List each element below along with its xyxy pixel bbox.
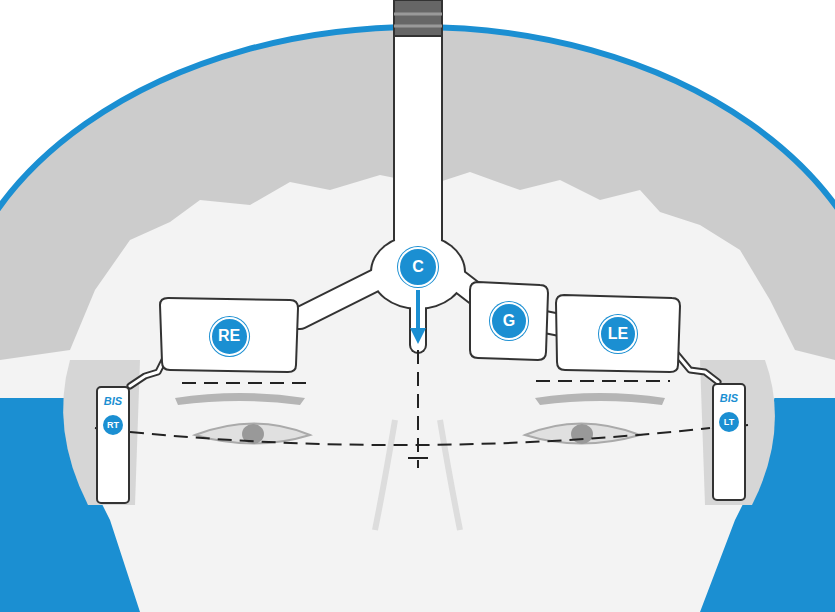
face <box>70 395 775 612</box>
logo-text: BIS <box>720 393 738 404</box>
electrode-circle: RE <box>210 317 249 356</box>
guide-lines <box>130 350 710 468</box>
electrode-circle: C <box>398 247 438 287</box>
ear-tab: BIS RT <box>96 386 130 504</box>
ear <box>63 360 140 505</box>
side-badge: RT <box>103 415 123 435</box>
logo-text: BIS <box>104 396 122 407</box>
electrode-label: G <box>503 312 515 330</box>
electrode-label: RE <box>218 327 240 345</box>
electrode-label: LE <box>608 325 628 343</box>
eyebrow <box>535 393 665 405</box>
ear-tab: BIS LT <box>712 383 746 501</box>
eyebrow <box>175 393 305 405</box>
pupil <box>571 424 593 444</box>
head-window <box>0 0 835 398</box>
cross-mark <box>408 457 428 459</box>
side-badge: LT <box>719 412 739 432</box>
eye <box>525 424 640 444</box>
electrode-circle: LE <box>599 315 637 353</box>
ear <box>700 360 775 505</box>
electrode-label: C <box>412 258 424 276</box>
ear-line <box>95 425 748 433</box>
sensor-strip <box>130 0 718 386</box>
electrode-circle: G <box>490 302 528 340</box>
nose <box>375 420 460 530</box>
